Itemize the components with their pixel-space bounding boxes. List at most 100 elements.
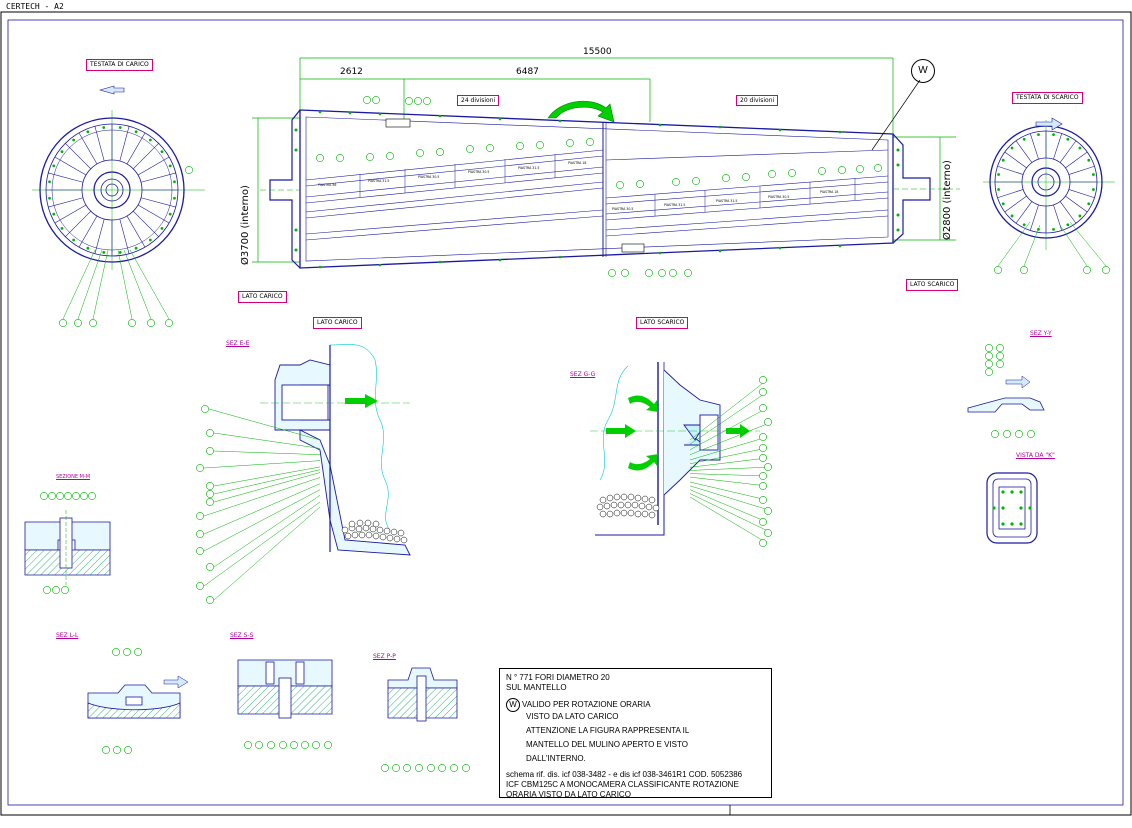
label-lato-scarico-section: LATO SCARICO bbox=[636, 317, 689, 329]
head-spoke bbox=[1065, 151, 1088, 169]
head-bolt bbox=[102, 251, 106, 254]
section-title-g-g: SEZ G-G bbox=[570, 371, 596, 378]
callout-bubble bbox=[759, 404, 767, 412]
head-spoke bbox=[1053, 133, 1063, 160]
plate-label: PIASTRA 18 bbox=[820, 190, 838, 194]
head-spoke bbox=[1065, 195, 1088, 213]
small-left-callouts bbox=[40, 492, 96, 594]
callout-bubble bbox=[759, 472, 767, 480]
callout-leader bbox=[213, 469, 321, 495]
head-spoke bbox=[48, 172, 84, 183]
head-bolt bbox=[168, 164, 172, 168]
head-bolt bbox=[72, 138, 76, 142]
callout-bubble bbox=[759, 454, 767, 462]
callout-bubble bbox=[201, 405, 209, 413]
ll-callouts bbox=[102, 648, 142, 754]
callout-bubble bbox=[759, 539, 767, 547]
head-spoke bbox=[54, 156, 87, 176]
head-bolt bbox=[48, 180, 51, 184]
callout-leader bbox=[203, 477, 321, 517]
head-bolt bbox=[997, 173, 1000, 176]
callout-bubble bbox=[764, 418, 772, 426]
head-spoke bbox=[133, 211, 159, 237]
head-bolt bbox=[1078, 214, 1082, 218]
callout-leader bbox=[208, 408, 321, 441]
callout-bubble bbox=[206, 482, 214, 490]
note-interior: DALL'INTERNO. bbox=[526, 754, 586, 763]
head-spoke bbox=[65, 211, 91, 237]
head-bolt bbox=[1087, 202, 1091, 206]
head-bolt bbox=[1066, 223, 1070, 227]
callout-leader bbox=[203, 483, 321, 535]
head-spoke bbox=[137, 204, 170, 224]
head-spoke bbox=[997, 189, 1024, 199]
ee-callouts bbox=[196, 405, 321, 604]
head-spoke bbox=[1029, 133, 1039, 160]
head-spoke bbox=[94, 126, 105, 162]
plate-label: PIASTRA 56 bbox=[318, 183, 336, 187]
head-spoke bbox=[1068, 165, 1095, 175]
discharge-head-spokes bbox=[995, 131, 1097, 233]
callout-leader bbox=[689, 496, 768, 544]
head-bolt bbox=[86, 246, 90, 250]
plate-label: PIASTRA 31.5 bbox=[716, 199, 737, 203]
callout-leader bbox=[203, 501, 321, 587]
callout-leader bbox=[689, 379, 768, 441]
callout-leader bbox=[203, 460, 321, 469]
callout-bubble bbox=[759, 433, 767, 441]
head-spoke bbox=[48, 197, 84, 208]
head-spoke bbox=[65, 143, 91, 169]
ee-flow-arrow bbox=[345, 394, 378, 408]
section-s-s bbox=[237, 659, 333, 719]
head-bolt bbox=[1092, 173, 1095, 176]
head-bolt bbox=[86, 130, 90, 134]
callout-leader bbox=[689, 421, 773, 455]
callout-leader bbox=[689, 447, 768, 465]
view-k-bolts bbox=[992, 490, 1032, 526]
shell-fasteners bbox=[294, 110, 900, 269]
head-bolt bbox=[997, 188, 1000, 191]
callout-bubbles bbox=[316, 96, 882, 277]
divisions-right: 20 divisioni bbox=[736, 95, 779, 106]
section-title-l-l: SEZ L-L bbox=[56, 632, 79, 639]
callout-leader bbox=[213, 450, 321, 455]
discharge-head-callouts bbox=[994, 266, 1110, 274]
head-bolt bbox=[148, 238, 152, 242]
callout-bubble bbox=[206, 490, 214, 498]
head-bolt bbox=[1001, 158, 1005, 162]
head-spoke bbox=[126, 132, 146, 165]
head-spoke bbox=[78, 215, 98, 248]
head-bolt bbox=[160, 226, 164, 230]
head-spoke bbox=[1059, 140, 1077, 163]
yy-direction-arrow bbox=[1005, 375, 1031, 389]
section-e-e bbox=[274, 344, 411, 556]
head-spoke bbox=[1053, 204, 1063, 231]
head-bolt bbox=[168, 212, 172, 216]
head-bolt bbox=[60, 226, 64, 230]
callout-bubble bbox=[764, 529, 772, 537]
gg-callouts bbox=[689, 376, 773, 547]
dim-right-segment: 6487 bbox=[516, 67, 539, 77]
discharge-head-view bbox=[983, 120, 1115, 250]
callout-leader bbox=[203, 489, 321, 552]
inner-frame bbox=[7, 19, 1124, 806]
charge-head-bolts bbox=[48, 126, 176, 254]
section-title-e-e: SEZ E-E bbox=[226, 340, 250, 347]
note-attention: ATTENZIONE LA FIGURA RAPPRESENTA IL bbox=[526, 726, 690, 735]
callout-bubble bbox=[759, 496, 767, 504]
yy-callouts bbox=[985, 344, 1035, 438]
ll-direction-arrow bbox=[163, 675, 189, 689]
head-bolt bbox=[1001, 202, 1005, 206]
plate-label: PIASTRA 31.5 bbox=[664, 203, 685, 207]
ss-callouts bbox=[244, 741, 332, 749]
note-schema-ref: schema rif. dis. icf 038-3482 - e dis ic… bbox=[506, 770, 743, 779]
callout-bubble bbox=[759, 518, 767, 526]
head-spoke bbox=[78, 132, 98, 165]
label-lato-scarico-main: LATO SCARICO bbox=[906, 279, 959, 291]
callout-bubble bbox=[206, 429, 214, 437]
head-bolt bbox=[60, 150, 64, 154]
head-bolt bbox=[1066, 137, 1070, 141]
callout-bubble bbox=[759, 376, 767, 384]
head-bolt bbox=[1087, 158, 1091, 162]
